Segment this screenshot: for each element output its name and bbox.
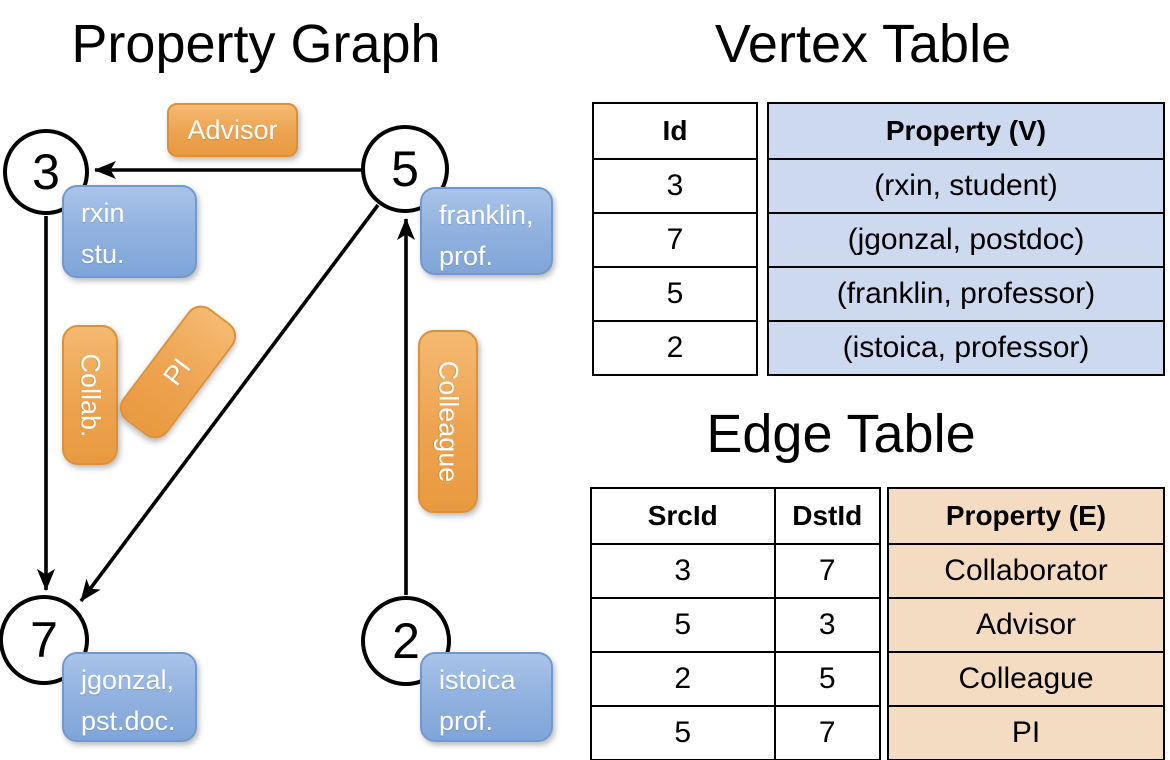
table-cell: 7 <box>775 543 879 597</box>
table-cell: (jgonzal, postdoc) <box>769 212 1163 266</box>
table-cell: 2 <box>592 651 774 705</box>
edge-label-advisor: Advisor <box>167 103 298 157</box>
table-cell: Advisor <box>889 597 1163 651</box>
table-cell: 7 <box>594 212 756 266</box>
table-cell: Collaborator <box>889 543 1163 597</box>
table-cell: 5 <box>594 266 756 320</box>
vertex-table-header-property: Property (V) <box>769 104 1163 158</box>
graph-edges-layer <box>37 161 415 603</box>
edge-table-dstid-column: DstId 7 3 5 7 <box>775 489 879 759</box>
node-7-id: 7 <box>30 612 58 668</box>
table-cell: 5 <box>592 597 774 651</box>
property-graph-title: Property Graph <box>71 14 441 74</box>
edge-pi-5-to-7 <box>79 203 380 603</box>
edge-table-header-srcid: SrcId <box>647 500 718 531</box>
table-cell: (istoica, professor) <box>769 320 1163 374</box>
graph-node-2: 2 <box>361 596 451 686</box>
table-cell: 5 <box>775 651 879 705</box>
node-3-id: 3 <box>32 144 60 200</box>
edge-label-advisor-text: Advisor <box>187 114 278 145</box>
vertex-property-box-rxin: rxin stu. <box>62 185 197 278</box>
table-cell: 3 <box>594 158 756 212</box>
edge-label-pi-text: PI <box>157 352 198 391</box>
table-cell: 3 <box>592 543 774 597</box>
table-cell: Colleague <box>889 651 1163 705</box>
vertex-table-header-id: Id <box>662 115 688 146</box>
vertex-property-box-istoica: istoica prof. <box>420 652 553 742</box>
vertex-table-title: Vertex Table <box>714 14 1012 74</box>
edge-table-header-dstid: DstId <box>792 500 863 531</box>
edge-label-colleague: Colleague <box>418 330 478 513</box>
table-cell: 7 <box>775 705 879 759</box>
graph-node-5: 5 <box>361 125 449 213</box>
node-2-id: 2 <box>392 613 420 669</box>
edge-table-header-property: Property (E) <box>889 489 1163 543</box>
edge-label-colleague-text: Colleague <box>433 360 464 483</box>
table-cell: (rxin, student) <box>769 158 1163 212</box>
table-cell: 5 <box>592 705 774 759</box>
vertex-property-box-jgonzal: jgonzal, pst.doc. <box>62 652 197 742</box>
table-cell: 3 <box>775 597 879 651</box>
table-cell: PI <box>889 705 1163 759</box>
edge-table-property-column: Property (E) Collaborator Advisor Collea… <box>887 487 1165 760</box>
edge-label-collab-text: Collab. <box>75 352 106 438</box>
node-5-id: 5 <box>391 141 419 197</box>
vertex-property-box-franklin: franklin, prof. <box>420 187 553 275</box>
edge-table-srcid-column: SrcId 3 5 2 5 <box>592 489 776 759</box>
table-cell: 2 <box>594 320 756 374</box>
edge-table-title: Edge Table <box>706 404 976 464</box>
edge-label-collab: Collab. <box>62 325 118 465</box>
vertex-table-id-column: Id 3 7 5 2 <box>592 102 758 376</box>
vertex-table-property-column: Property (V) (rxin, student) (jgonzal, p… <box>767 102 1165 376</box>
edge-table-id-columns: SrcId 3 5 2 5 DstId 7 3 5 7 <box>590 487 881 760</box>
table-cell: (franklin, professor) <box>769 266 1163 320</box>
